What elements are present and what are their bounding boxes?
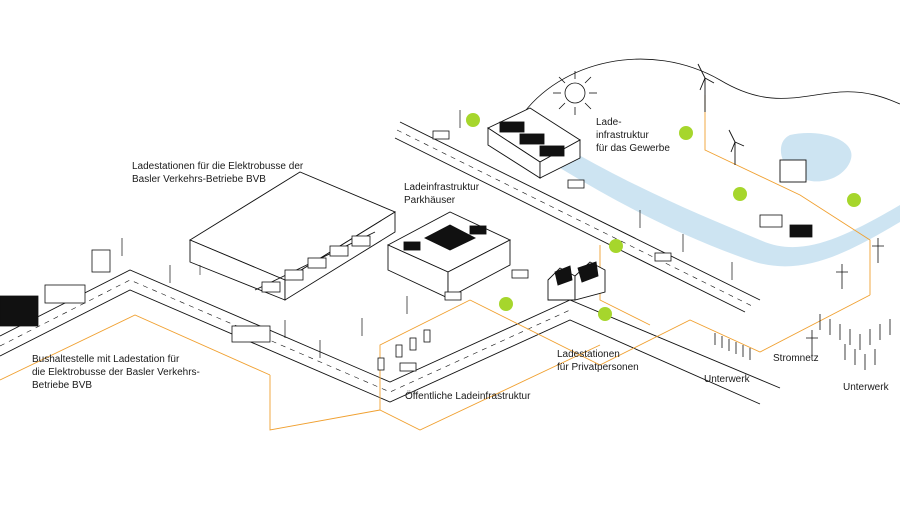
label-unterwerk-2: Unterwerk	[843, 382, 889, 393]
sun-icon	[553, 71, 597, 115]
label-bus-stop: Bushaltestelle mit Ladestation für die E…	[32, 354, 200, 391]
bus-stop-left	[0, 249, 111, 327]
power-line	[0, 95, 871, 431]
hill-outline	[519, 58, 900, 119]
parkhaus-building	[386, 211, 512, 299]
label-public: Öffentliche Ladeinfrastruktur	[405, 391, 531, 402]
label-stromnetz: Stromnetz	[773, 353, 819, 364]
power-station	[779, 159, 807, 183]
label-unterwerk-1: Unterwerk	[704, 374, 750, 385]
label-private: Ladestationen für Privatpersonen	[557, 349, 639, 373]
depot-buses	[261, 235, 371, 293]
tree-icons	[466, 113, 861, 321]
private-houses	[547, 261, 606, 301]
label-gewerbe: Lade- infrastruktur für das Gewerbe	[596, 117, 670, 154]
diagonal-road	[394, 121, 761, 313]
wind-turbine-icon	[697, 63, 745, 165]
label-bvb-stations: Ladestationen für die Elektrobusse der B…	[132, 161, 304, 185]
street-lamps	[121, 110, 733, 358]
bus-on-road	[231, 325, 271, 343]
label-parkhaus: Ladeinfrastruktur Parkhäuser	[404, 182, 480, 206]
substation-right	[819, 314, 891, 370]
commercial-building	[487, 107, 581, 179]
public-chargers	[377, 329, 431, 371]
cars	[399, 130, 672, 372]
pylons	[806, 238, 884, 355]
river-facility	[759, 214, 813, 238]
substation-left	[714, 333, 751, 360]
river	[560, 150, 900, 267]
